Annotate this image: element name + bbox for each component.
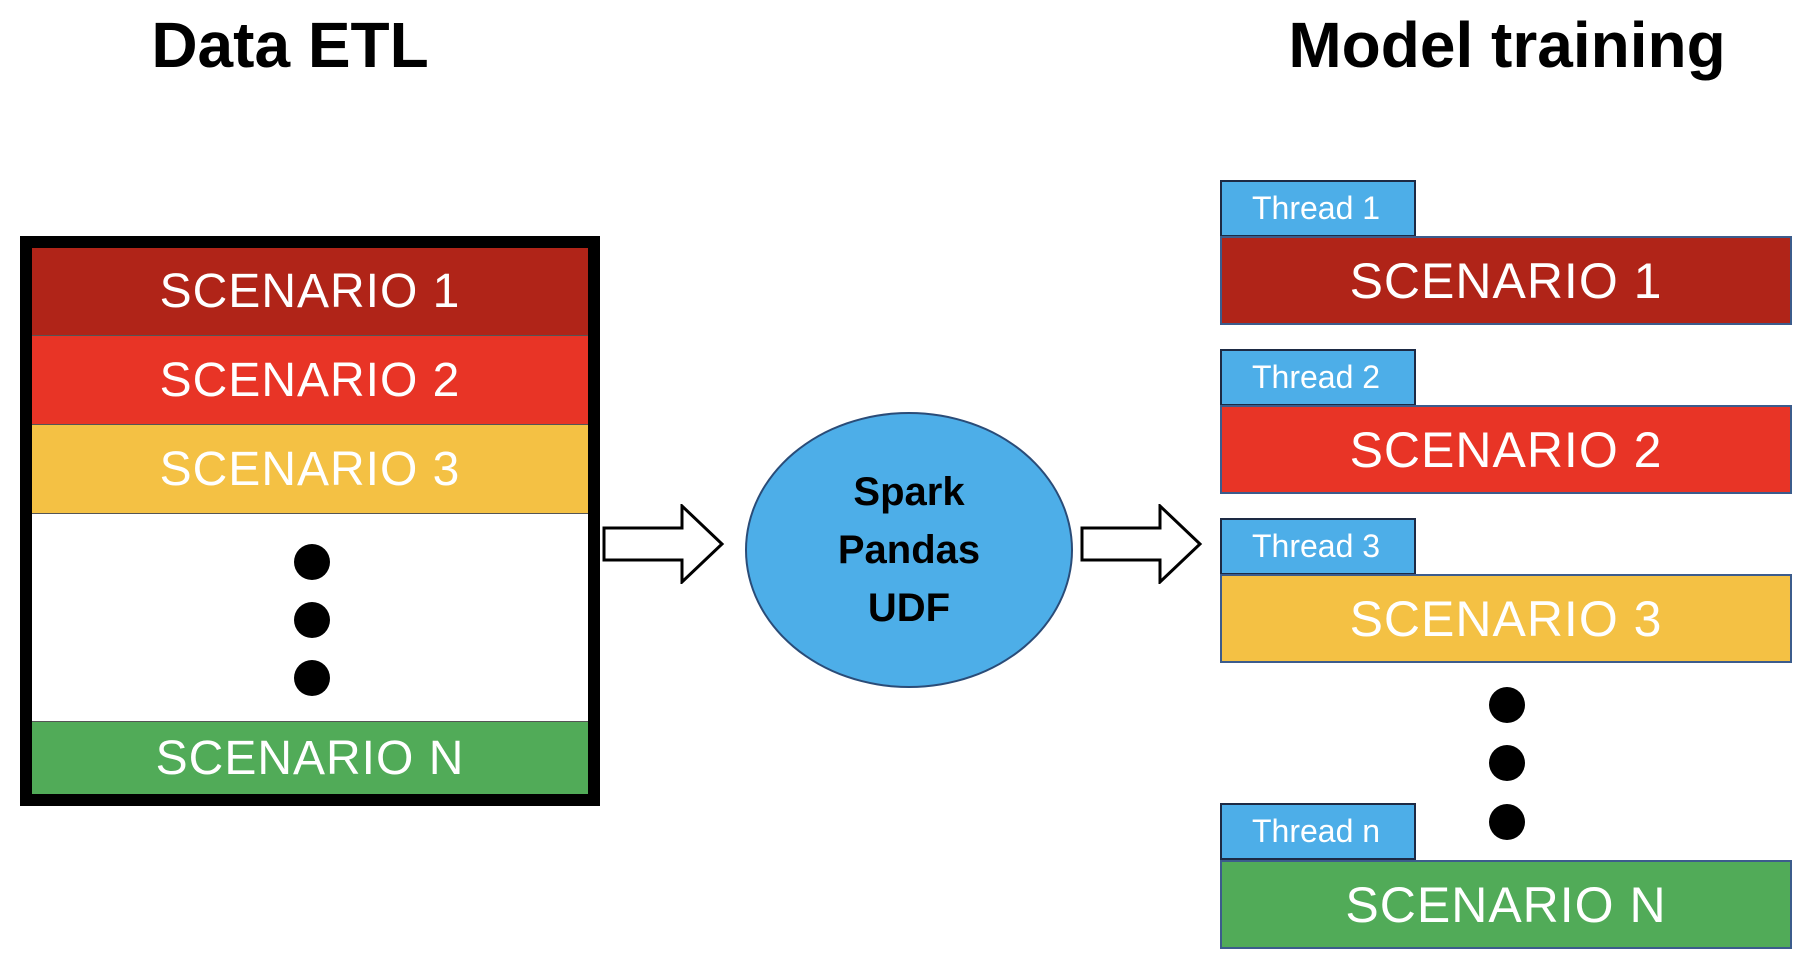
- ellipsis-dot: [294, 544, 330, 580]
- ellipsis-dot: [294, 660, 330, 696]
- training-scenario-2: SCENARIO 2: [1220, 405, 1792, 494]
- etl-title: Data ETL: [151, 9, 429, 81]
- thread-n-tag: Thread n: [1220, 803, 1416, 860]
- thread-3-tag: Thread 3: [1220, 518, 1416, 575]
- training-scenario-1: SCENARIO 1: [1220, 236, 1792, 325]
- udf-line-udf: UDF: [867, 586, 951, 630]
- arrow-right-icon: [1080, 504, 1203, 584]
- ellipsis-dot: [1489, 804, 1525, 840]
- model-training-title: Model training: [1288, 9, 1726, 81]
- training-scenario-n: SCENARIO N: [1220, 860, 1792, 949]
- ellipsis-dot: [294, 602, 330, 638]
- ellipsis-dot: [1489, 745, 1525, 781]
- etl-ellipsis-area: [32, 514, 588, 722]
- etl-scenario-n: SCENARIO N: [32, 722, 588, 794]
- arrow-right-icon: [602, 504, 725, 584]
- etl-scenario-1: SCENARIO 1: [32, 248, 588, 336]
- udf-line-pandas: Pandas: [837, 528, 981, 572]
- udf-line-spark: Spark: [853, 470, 965, 514]
- etl-scenario-3: SCENARIO 3: [32, 425, 588, 514]
- spark-pandas-udf-node: Spark Pandas UDF: [745, 412, 1073, 688]
- thread-1-tag: Thread 1: [1220, 180, 1416, 237]
- thread-2-tag: Thread 2: [1220, 349, 1416, 406]
- etl-scenario-2: SCENARIO 2: [32, 336, 588, 425]
- training-scenario-3: SCENARIO 3: [1220, 574, 1792, 663]
- etl-scenario-stack: SCENARIO 1 SCENARIO 2 SCENARIO 3 SCENARI…: [20, 236, 600, 806]
- ellipsis-dot: [1489, 687, 1525, 723]
